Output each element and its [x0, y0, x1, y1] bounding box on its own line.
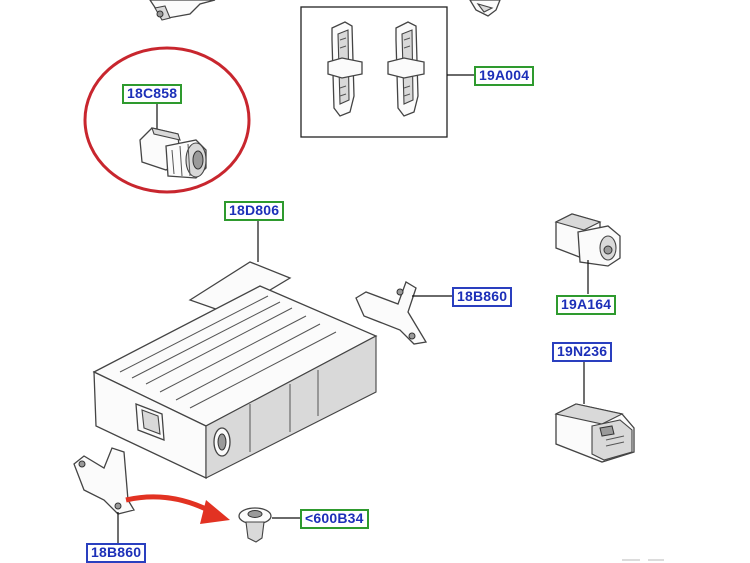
- highlight-circle: [83, 46, 251, 194]
- clip-set-box: [300, 6, 474, 138]
- main-module-18d806: [92, 218, 378, 480]
- label-600b34[interactable]: <600B34: [300, 509, 369, 529]
- clip-left: [327, 21, 363, 117]
- label-18c858[interactable]: 18C858: [122, 84, 183, 104]
- connector-18c858: [139, 103, 207, 179]
- bracket-right: [355, 281, 454, 345]
- label-18b860-right[interactable]: 18B860: [452, 287, 513, 307]
- connector-19a164: [554, 213, 621, 294]
- push-clip-600b34: [238, 507, 300, 543]
- label-19a004[interactable]: 19A004: [474, 66, 535, 86]
- label-19a164[interactable]: 19A164: [556, 295, 617, 315]
- partial-part-top-left: [149, 0, 216, 21]
- partial-part-top-right: [469, 0, 501, 17]
- label-19n236[interactable]: 19N236: [552, 342, 613, 362]
- label-18d806[interactable]: 18D806: [224, 201, 285, 221]
- bracket-left: [73, 447, 136, 544]
- clip-right: [387, 21, 425, 117]
- curved-arrow: [125, 494, 230, 524]
- label-18b860-left[interactable]: 18B860: [86, 543, 147, 563]
- connector-19n236: [554, 360, 635, 463]
